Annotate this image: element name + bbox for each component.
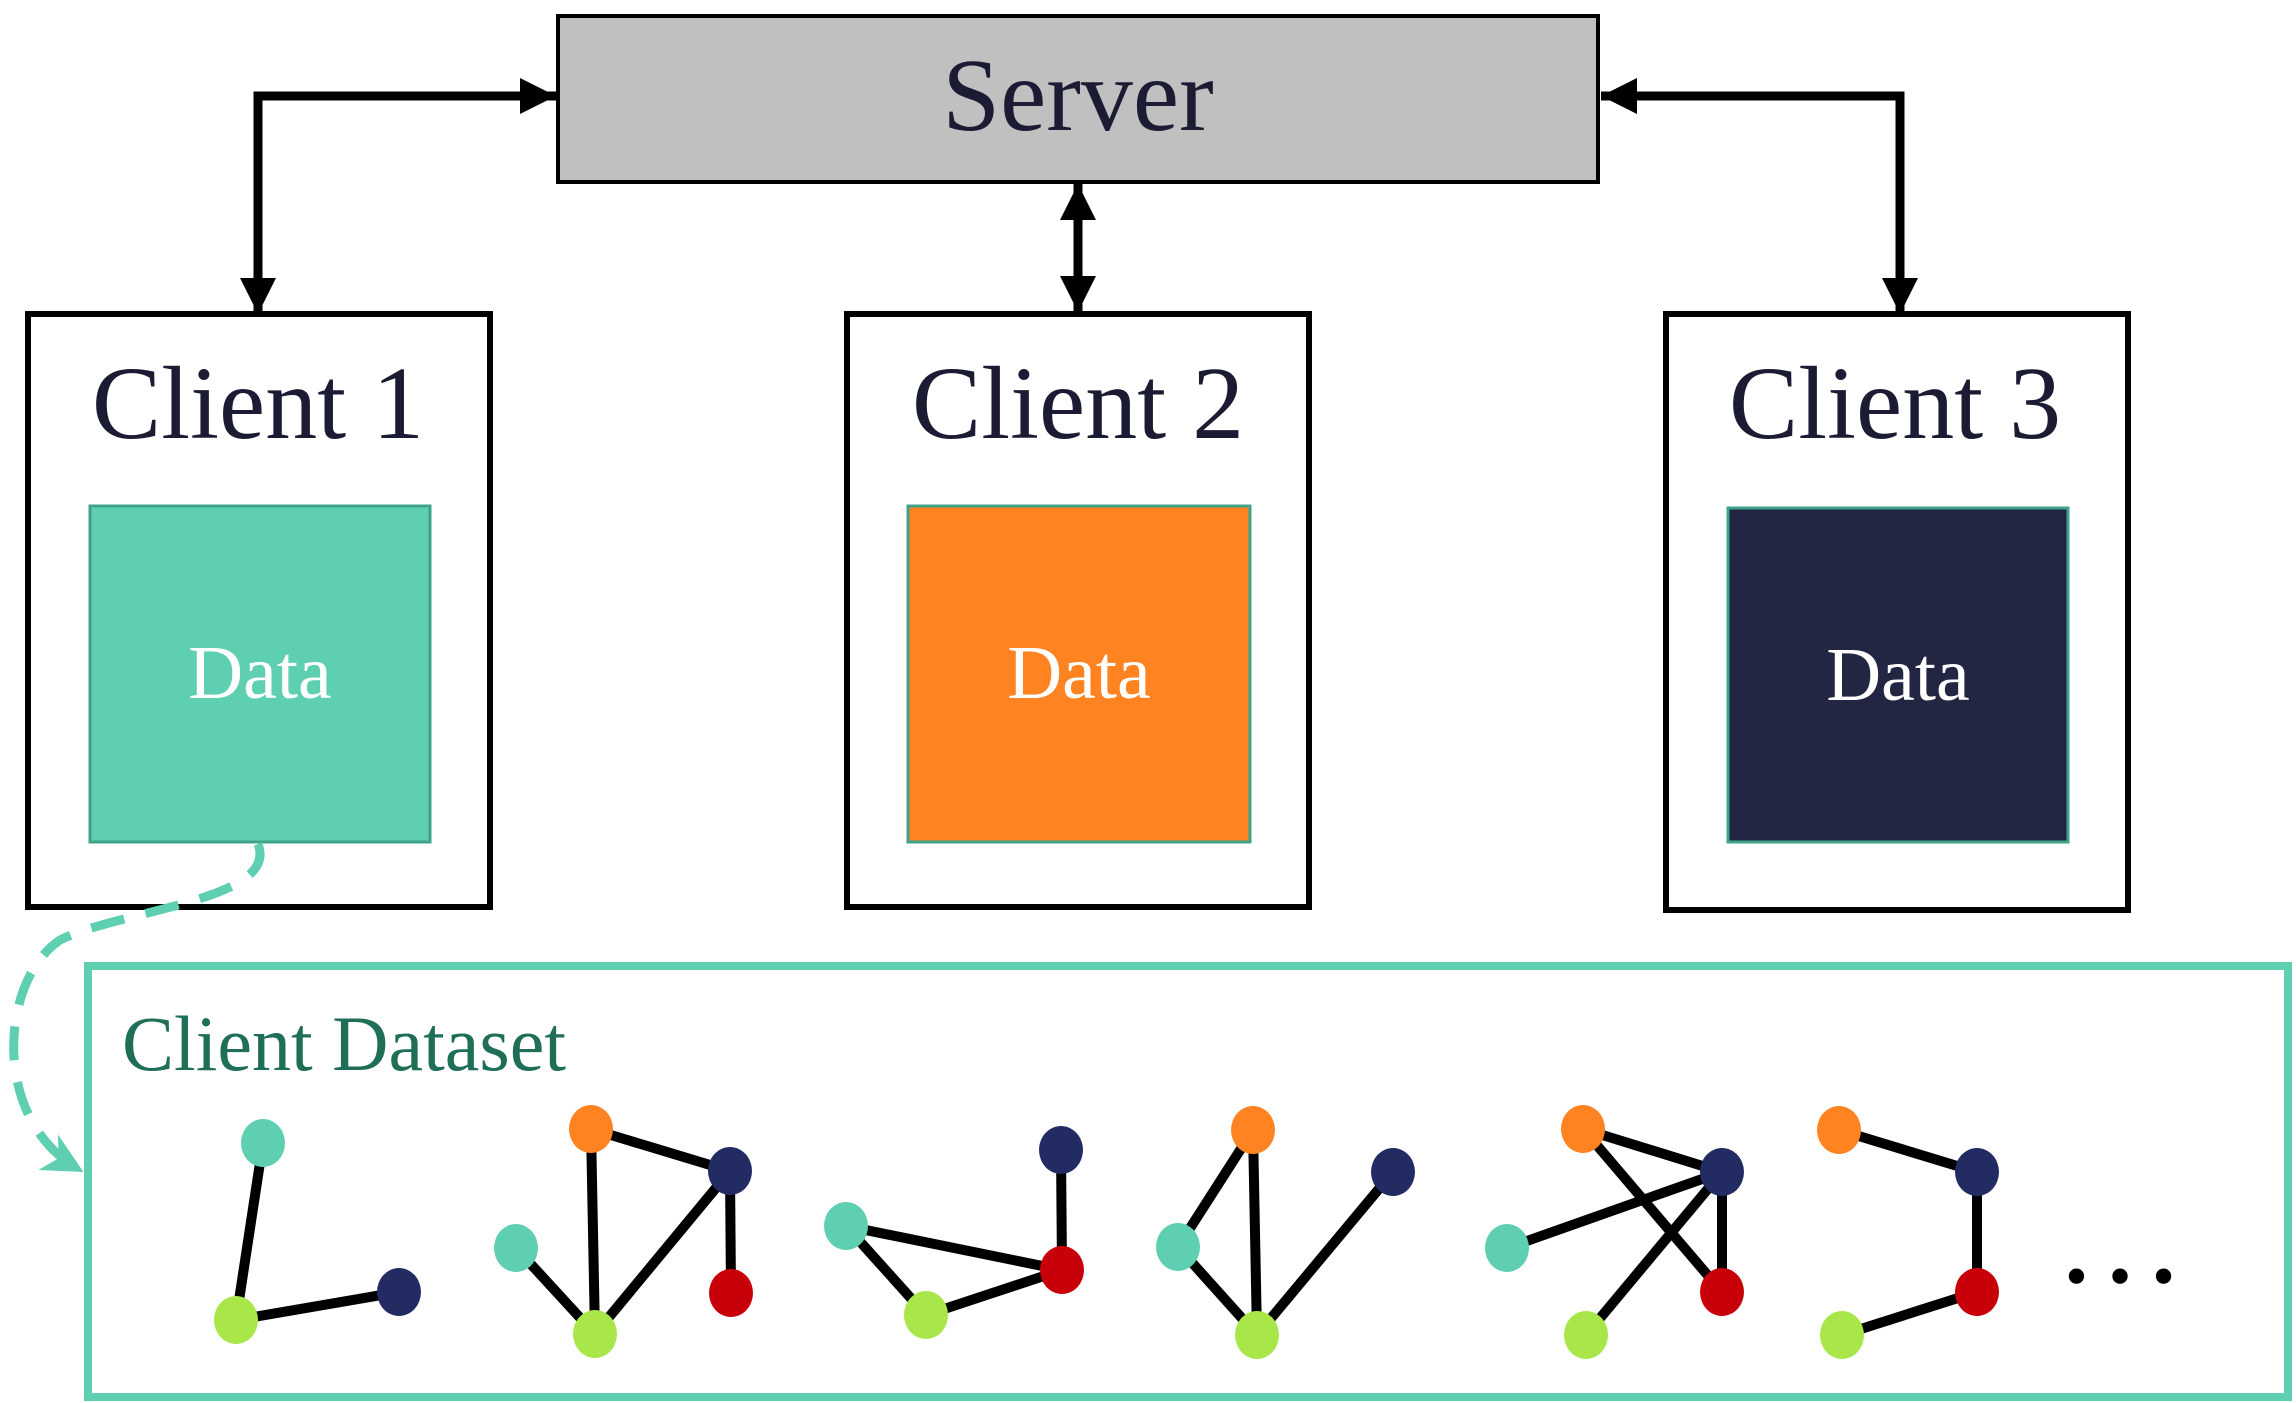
graph-edge bbox=[1837, 1287, 1982, 1340]
dataset-ellipsis: … bbox=[2055, 1167, 2185, 1311]
graph-node-orange bbox=[1561, 1105, 1605, 1153]
graph-edge bbox=[590, 1166, 735, 1339]
graph-edge bbox=[841, 1221, 1067, 1275]
arrow-server-client-3 bbox=[1601, 78, 1918, 314]
client-3-data-label: Data bbox=[1826, 633, 1969, 717]
example-graph-1 bbox=[214, 1119, 421, 1344]
server-node: Server bbox=[556, 14, 1600, 184]
arrow-server-client-1 bbox=[240, 78, 556, 314]
graph-node-navy bbox=[1700, 1148, 1744, 1196]
example-graph-4 bbox=[1156, 1106, 1415, 1359]
client-2: Client 2 Data bbox=[844, 311, 1312, 910]
graph-edge bbox=[586, 1124, 600, 1339]
graph-edge bbox=[921, 1265, 1067, 1320]
client-1-data-box bbox=[88, 504, 432, 844]
example-graph-3 bbox=[824, 1126, 1084, 1339]
graph-node-navy bbox=[708, 1147, 752, 1195]
graph-node-navy bbox=[1039, 1126, 1083, 1174]
graph-node-teal bbox=[241, 1119, 285, 1167]
graph-node-lime bbox=[1820, 1311, 1864, 1359]
graph-edge bbox=[1581, 1167, 1727, 1340]
graph-edge bbox=[231, 1287, 404, 1325]
example-graph-6 bbox=[1817, 1106, 1999, 1359]
graph-node-red bbox=[1955, 1268, 1999, 1316]
client-2-title: Client 2 bbox=[912, 346, 1244, 461]
graph-node-red bbox=[1040, 1246, 1084, 1294]
graph-node-teal bbox=[1485, 1224, 1529, 1272]
client-dataset-title: Client Dataset bbox=[122, 1000, 566, 1087]
graph-node-teal bbox=[1156, 1223, 1200, 1271]
client-1-title: Client 1 bbox=[92, 346, 424, 461]
dataset-graphs bbox=[214, 1105, 1999, 1359]
server-box bbox=[556, 14, 1600, 184]
dataset-link-arrow bbox=[9, 842, 265, 1174]
graph-edge bbox=[1502, 1167, 1727, 1253]
graph-node-orange bbox=[1817, 1106, 1861, 1154]
example-graph-5 bbox=[1485, 1105, 1744, 1359]
client-dataset-box bbox=[84, 962, 2292, 1401]
graph-node-lime bbox=[1564, 1311, 1608, 1359]
graph-node-navy bbox=[1955, 1148, 1999, 1196]
server-label: Server bbox=[942, 38, 1213, 153]
graph-node-navy bbox=[1371, 1148, 1415, 1196]
graph-node-orange bbox=[569, 1105, 613, 1153]
graph-node-red bbox=[1700, 1268, 1744, 1316]
client-2-data-box bbox=[906, 504, 1252, 844]
graph-node-red bbox=[709, 1269, 753, 1317]
graph-edge bbox=[1252, 1167, 1398, 1340]
graph-node-lime bbox=[904, 1291, 948, 1339]
graph-node-lime bbox=[573, 1310, 617, 1358]
graph-edge bbox=[1578, 1124, 1727, 1177]
client-3-title: Client 3 bbox=[1729, 346, 2061, 461]
graph-node-orange bbox=[1231, 1106, 1275, 1154]
graph-edge bbox=[1578, 1124, 1727, 1297]
graph-edge bbox=[1834, 1125, 1982, 1177]
client-1-data-label: Data bbox=[188, 631, 331, 715]
graph-edge bbox=[231, 1138, 268, 1325]
client-3: Client 3 Data bbox=[1663, 311, 2131, 913]
graph-node-navy bbox=[377, 1268, 421, 1316]
graph-node-teal bbox=[824, 1202, 868, 1250]
graph-edge bbox=[1248, 1125, 1262, 1340]
client-3-data-box bbox=[1726, 506, 2070, 844]
client-dataset-panel: Client Dataset bbox=[84, 962, 2292, 1401]
graph-node-lime bbox=[1235, 1311, 1279, 1359]
client-1: Client 1 Data bbox=[25, 311, 493, 910]
graph-node-teal bbox=[494, 1224, 538, 1272]
graph-node-lime bbox=[214, 1296, 258, 1344]
graph-edge bbox=[586, 1124, 735, 1176]
connection-arrows bbox=[240, 78, 1918, 314]
client-2-data-label: Data bbox=[1007, 631, 1150, 715]
example-graph-2 bbox=[494, 1105, 753, 1358]
